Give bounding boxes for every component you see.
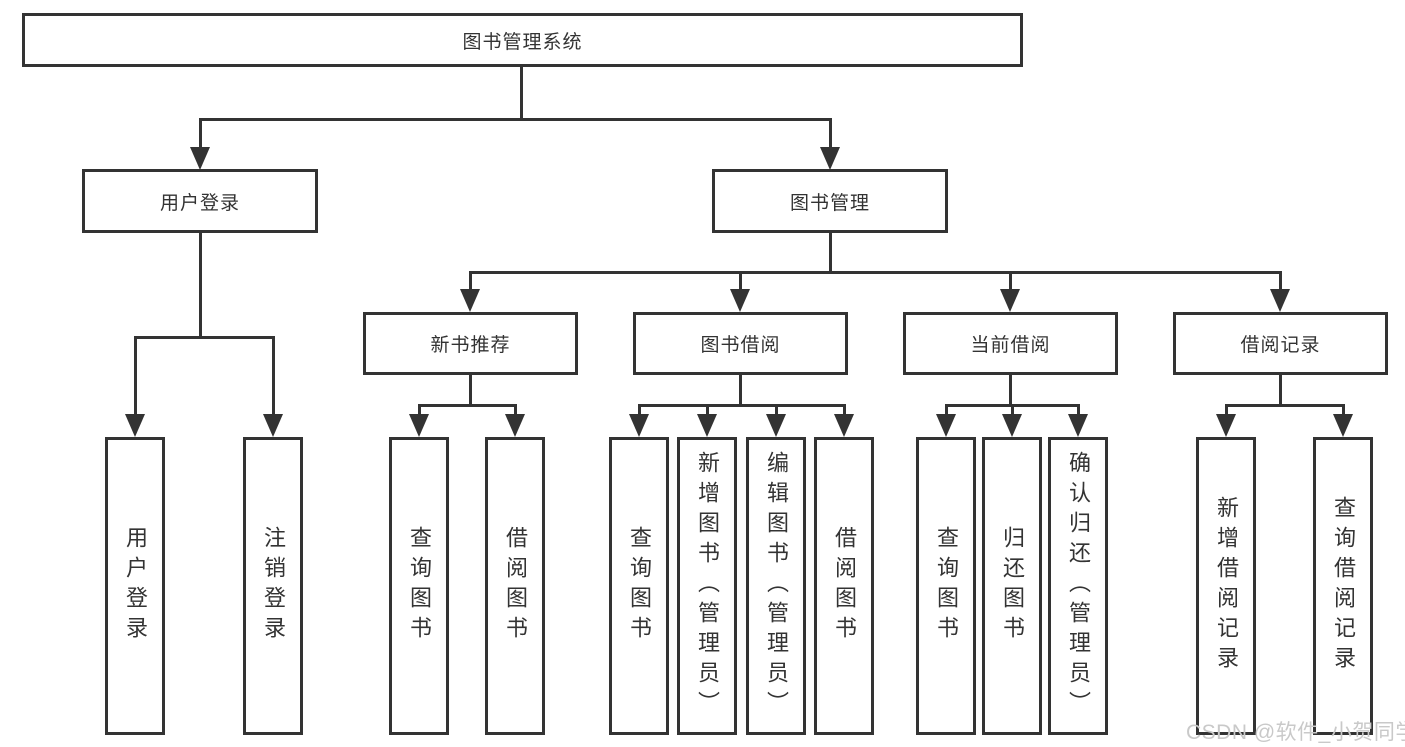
connector-level2-stub (1279, 271, 1282, 291)
arrowhead-leaf (936, 414, 956, 437)
connector-leaf-stub (1342, 404, 1345, 416)
connector-book-borrow-branch (638, 404, 846, 407)
leaf-borrow-books-1: 借阅图书 (485, 437, 545, 735)
arrowhead-leaf (766, 414, 786, 437)
leaf-return-books-label: 归还图书 (1000, 526, 1025, 646)
leaf-borrow-books-2: 借阅图书 (814, 437, 874, 735)
node-current-borrow: 当前借阅 (903, 312, 1118, 375)
leaf-return-books: 归还图书 (982, 437, 1042, 735)
connector-leaf-stub (775, 404, 778, 416)
node-book-borrow-label: 图书借阅 (700, 335, 781, 356)
node-new-book-recommend-label: 新书推荐 (430, 335, 511, 356)
node-current-borrow-label: 当前借阅 (970, 335, 1051, 356)
leaf-borrow-books-2-label: 借阅图书 (832, 526, 857, 646)
arrowhead-user-login (190, 147, 210, 170)
leaf-edit-books-admin-label: 编辑图书（管理员） (764, 451, 789, 721)
leaf-query-books-1-label: 查询图书 (407, 526, 432, 646)
connector-leaf-stub (706, 404, 709, 416)
leaf-add-books-admin-label: 新增图书（管理员） (695, 451, 720, 721)
connector-leaf-stub (1011, 404, 1014, 416)
connector-leaf-stub (1077, 404, 1080, 416)
leaf-confirm-return-admin-label: 确认归还（管理员） (1066, 451, 1091, 721)
connector-leaf-stub (1225, 404, 1228, 416)
connector-level2-stub (739, 271, 742, 291)
arrowhead-leaf (629, 414, 649, 437)
arrowhead-level2 (730, 289, 750, 312)
leaf-add-borrow-record-label: 新增借阅记录 (1214, 496, 1239, 676)
connector-leaf-stub (418, 404, 421, 416)
leaf-query-borrow-record: 查询借阅记录 (1313, 437, 1373, 735)
leaf-query-books-1: 查询图书 (389, 437, 449, 735)
arrowhead-book-mgmt (820, 147, 840, 170)
leaf-query-books-3-label: 查询图书 (934, 526, 959, 646)
node-book-management: 图书管理 (712, 169, 948, 233)
connector-level2-stub (469, 271, 472, 291)
connector-user-login-branch (134, 336, 275, 339)
connector-leaf-stub (843, 404, 846, 416)
node-book-management-label: 图书管理 (789, 192, 870, 214)
connector-borrow-records-stem (1279, 375, 1282, 407)
arrowhead-leaf (1068, 414, 1088, 437)
leaf-query-borrow-record-label: 查询借阅记录 (1331, 496, 1356, 676)
node-book-borrow: 图书借阅 (633, 312, 848, 375)
leaf-confirm-return-admin: 确认归还（管理员） (1048, 437, 1108, 735)
node-user-login-label: 用户登录 (159, 192, 240, 214)
arrowhead-leaf (409, 414, 429, 437)
connector-current-borrow-stem (1009, 375, 1012, 407)
arrowhead-level2 (1270, 289, 1290, 312)
arrowhead-leaf (1333, 414, 1353, 437)
leaf-add-borrow-record: 新增借阅记录 (1196, 437, 1256, 735)
connector-new-book-branch (418, 404, 517, 407)
node-borrow-records: 借阅记录 (1173, 312, 1388, 375)
connector-borrow-records-branch (1225, 404, 1345, 407)
leaf-query-books-3: 查询图书 (916, 437, 976, 735)
leaf-query-books-2: 查询图书 (609, 437, 669, 735)
arrowhead-level2 (460, 289, 480, 312)
arrowhead-leaf (125, 414, 145, 437)
arrowhead-leaf (834, 414, 854, 437)
leaf-edit-books-admin: 编辑图书（管理员） (746, 437, 806, 735)
node-new-book-recommend: 新书推荐 (363, 312, 578, 375)
node-user-login: 用户登录 (82, 169, 318, 233)
connector-new-book-stem (469, 375, 472, 407)
connector-level1-branch (199, 118, 831, 121)
arrowhead-leaf (1002, 414, 1022, 437)
leaf-logout-label: 注销登录 (261, 526, 286, 646)
connector-leaf-stub (945, 404, 948, 416)
connector-leaf-stub (514, 404, 517, 416)
node-root: 图书管理系统 (22, 13, 1023, 67)
arrowhead-leaf (697, 414, 717, 437)
arrowhead-leaf (263, 414, 283, 437)
arrowhead-leaf (1216, 414, 1236, 437)
node-borrow-records-label: 借阅记录 (1240, 335, 1321, 356)
connector-user-login-stem (199, 233, 202, 338)
connector-level2-stub (1009, 271, 1012, 291)
leaf-query-books-2-label: 查询图书 (627, 526, 652, 646)
connector-leaf-stub (638, 404, 641, 416)
arrowhead-level2 (1000, 289, 1020, 312)
connector-root-stem (520, 66, 523, 119)
leaf-logout: 注销登录 (243, 437, 303, 735)
connector-book-mgmt-stub (829, 118, 832, 149)
connector-level2-branch (469, 271, 1282, 274)
connector-book-borrow-stem (739, 375, 742, 407)
arrowhead-leaf (505, 414, 525, 437)
connector-leaf-stub (134, 336, 137, 415)
leaf-user-login: 用户登录 (105, 437, 165, 735)
leaf-add-books-admin: 新增图书（管理员） (677, 437, 737, 735)
connector-book-mgmt-stem (829, 233, 832, 274)
leaf-user-login-label: 用户登录 (123, 526, 148, 646)
csdn-watermark: CSDN @软件_小贺同学 (1186, 721, 1405, 744)
node-root-label: 图书管理系统 (462, 31, 583, 53)
leaf-borrow-books-1-label: 借阅图书 (503, 526, 528, 646)
connector-user-login-stub (199, 118, 202, 149)
connector-leaf-stub (272, 336, 275, 415)
